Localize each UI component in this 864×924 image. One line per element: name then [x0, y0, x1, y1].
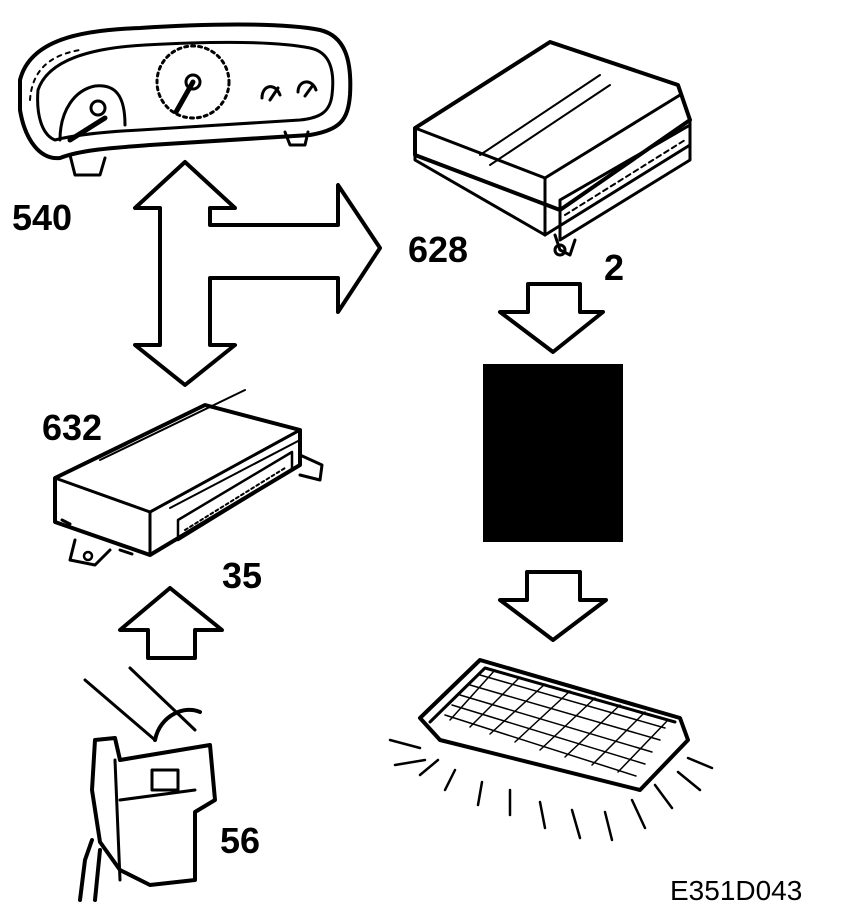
car-indicator-panel: [483, 364, 623, 542]
door-switch-illustration: [78, 666, 217, 902]
down-arrow-2: [498, 570, 608, 642]
label-56: 56: [220, 820, 260, 861]
figure-code: E351D043: [670, 875, 802, 906]
bus-arrows: [133, 160, 382, 387]
instrument-cluster-illustration: [18, 22, 353, 177]
label-628-pin: 2: [604, 247, 624, 288]
courtesy-lamp-illustration: [388, 658, 714, 842]
label-628: 628: [408, 229, 468, 270]
label-632: 632: [42, 407, 102, 448]
control-module-628-illustration: [413, 40, 692, 257]
label-540: 540: [12, 197, 72, 238]
up-arrow: [118, 586, 224, 660]
down-arrow-1: [498, 282, 605, 354]
control-module-632-illustration: [53, 389, 324, 567]
label-632-pin: 35: [222, 555, 262, 596]
